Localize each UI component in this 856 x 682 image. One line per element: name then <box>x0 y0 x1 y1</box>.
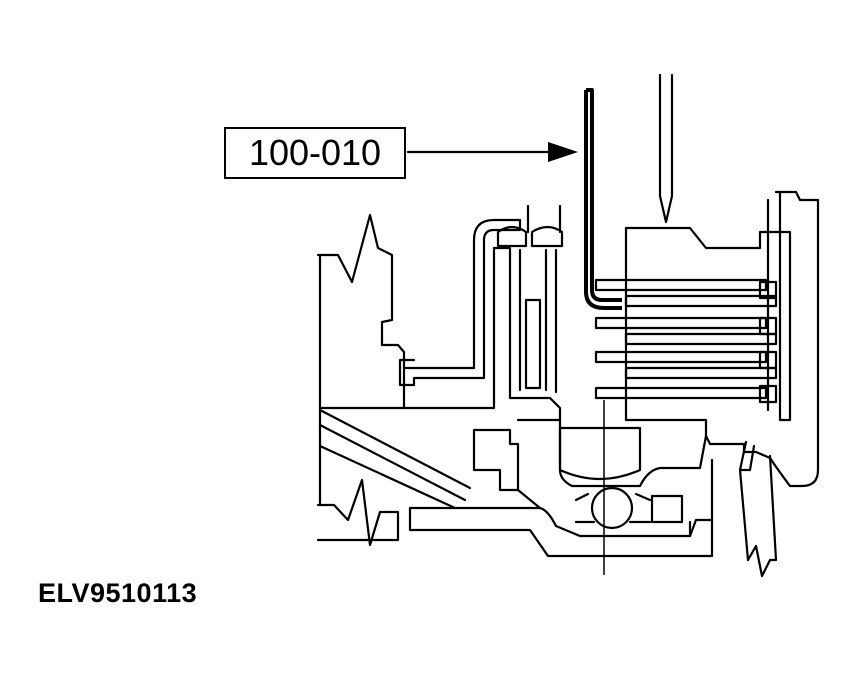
special-tool-hook <box>584 88 622 310</box>
clutch-plates <box>594 278 778 400</box>
return-spring <box>518 248 558 394</box>
tool-number-label: 100-010 <box>248 132 382 173</box>
pointer-probe <box>658 73 674 224</box>
tool-callout-box: 100-010 <box>224 127 406 179</box>
diagonal-shaft <box>318 408 472 510</box>
piston-housing <box>398 218 522 387</box>
drum-break-line <box>746 544 778 578</box>
piston-seal <box>496 204 564 248</box>
housing-left-wall <box>316 213 406 410</box>
piston-outer <box>402 246 562 422</box>
bearing-ball <box>590 486 634 530</box>
housing-break-line-bottom <box>316 478 400 547</box>
clutch-drum <box>624 190 820 488</box>
figure-id: ELV9510113 <box>38 578 198 608</box>
inner-hub <box>472 428 520 492</box>
callout-arrow <box>406 142 578 162</box>
clutch-hub <box>624 226 792 250</box>
bearing-cage <box>558 426 642 481</box>
output-shaft <box>408 506 714 558</box>
